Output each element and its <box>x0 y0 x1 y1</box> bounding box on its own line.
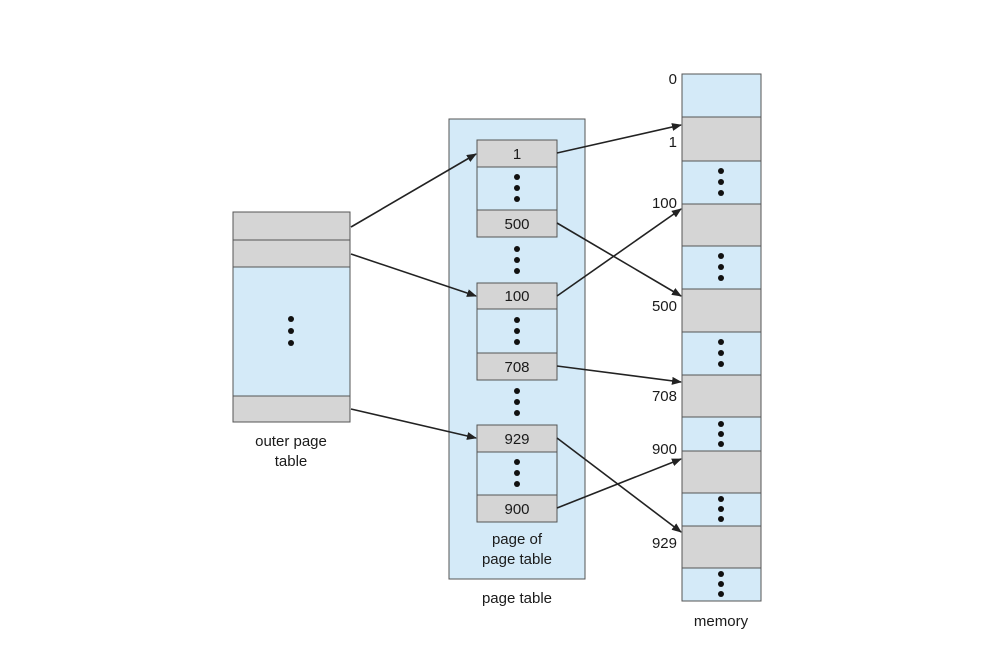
memory-caption: memory <box>694 613 749 630</box>
address-100: 100 <box>652 195 677 212</box>
arrow-entry929-to-frame929 <box>556 437 682 533</box>
page-table: 1 500 100 708 92 <box>448 118 586 607</box>
arrows <box>350 123 682 533</box>
memory: 0 1 100 500 708 900 929 memory <box>652 71 762 630</box>
entry-1 <box>476 139 558 168</box>
arrow-entry500-to-frame500 <box>556 222 682 297</box>
outer-entry-last <box>232 395 351 423</box>
entry-500-label: 500 <box>504 216 529 233</box>
entry-929-label: 929 <box>504 431 529 448</box>
memory-ellipsis-6 <box>718 571 724 597</box>
frame-1 <box>681 116 762 162</box>
address-929: 929 <box>652 535 677 552</box>
entry-100 <box>476 282 558 310</box>
outer-caption-line2: table <box>275 453 308 470</box>
address-0: 0 <box>669 71 677 88</box>
arrow-outer1-to-entry1 <box>350 153 477 228</box>
frame-100 <box>681 203 762 247</box>
entry-500 <box>476 209 558 238</box>
arrow-entry708-to-frame708 <box>556 365 682 385</box>
arrow-entry100-to-frame100 <box>556 208 682 297</box>
arrow-entry1-to-frame1 <box>556 123 682 154</box>
address-1: 1 <box>669 134 677 151</box>
memory-ellipsis-5 <box>718 496 724 522</box>
outer-entry-1 <box>232 211 351 241</box>
memory-ellipsis-2 <box>718 253 724 281</box>
inner-caption-line2: page table <box>482 551 552 568</box>
inner-caption-line1: page of <box>492 531 543 548</box>
outer-page-table: outer page table <box>232 211 351 470</box>
outer-caption-line1: outer page <box>255 433 327 450</box>
page-table-caption: page table <box>482 590 552 607</box>
frame-708 <box>681 374 762 418</box>
inner-1-ellipsis <box>514 174 520 202</box>
entry-1-label: 1 <box>513 146 521 163</box>
address-708: 708 <box>652 388 677 405</box>
outer-ellipsis <box>288 316 294 346</box>
arrow-entry900-to-frame900 <box>556 458 682 509</box>
entry-900 <box>476 494 558 523</box>
memory-ellipsis-4 <box>718 421 724 447</box>
outer-entry-2 <box>232 239 351 268</box>
address-500: 500 <box>652 298 677 315</box>
entry-100-label: 100 <box>504 288 529 305</box>
memory-ellipsis-3 <box>718 339 724 367</box>
arrow-outerlast-to-entry929 <box>350 408 477 440</box>
entry-708 <box>476 352 558 381</box>
inner-2-ellipsis <box>514 317 520 345</box>
between-ellipsis-1 <box>514 246 520 274</box>
entry-900-label: 900 <box>504 501 529 518</box>
arrow-outer2-to-entry100 <box>350 253 477 297</box>
entry-929 <box>476 424 558 453</box>
entry-708-label: 708 <box>504 359 529 376</box>
frame-900 <box>681 450 762 494</box>
frame-500 <box>681 288 762 333</box>
memory-ellipsis-1 <box>718 168 724 196</box>
between-ellipsis-2 <box>514 388 520 416</box>
address-900: 900 <box>652 441 677 458</box>
memory-body <box>681 73 762 602</box>
inner-3-ellipsis <box>514 459 520 487</box>
frame-929 <box>681 525 762 569</box>
